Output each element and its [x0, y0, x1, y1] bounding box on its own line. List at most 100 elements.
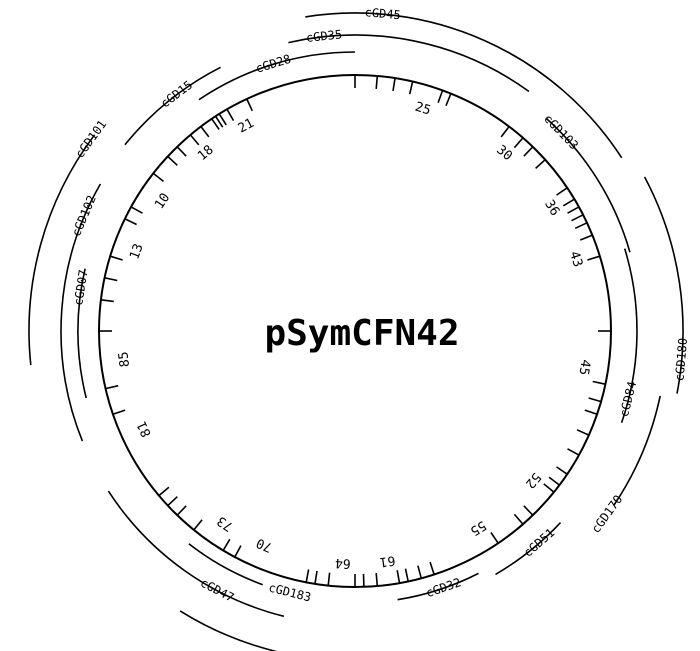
- cosmid-arc-cGD47: [107, 490, 285, 618]
- marker-tick-41: [327, 572, 331, 586]
- marker-tick-19: [574, 222, 588, 230]
- cosmid-label-cGD32: cGD32: [424, 575, 463, 600]
- position-label-pos-21: 21: [236, 116, 257, 137]
- position-label-pos-73: 73: [215, 513, 236, 534]
- marker-tick-31: [523, 505, 534, 516]
- cosmid-label-cGD183: cGD183: [267, 580, 312, 604]
- cosmid-label-cGD101: cGD101: [72, 117, 109, 160]
- marker-tick-44: [234, 545, 242, 558]
- position-label-pos-70: 70: [254, 535, 274, 555]
- cosmid-label-cGD35: cGD35: [305, 27, 342, 45]
- plasmid-title: pSymCFN42: [264, 313, 459, 354]
- position-label-pos-10: 10: [152, 191, 173, 212]
- marker-tick-20: [579, 234, 593, 241]
- marker-tick-28: [556, 466, 568, 475]
- marker-tick-57: [130, 206, 143, 214]
- marker-tick-24: [588, 397, 602, 403]
- marker-tick-6: [375, 75, 379, 89]
- cosmid-label-cGD180: cGD180: [672, 337, 690, 381]
- marker-tick-62: [218, 113, 227, 126]
- cosmid-label-cGD47: cGD47: [198, 575, 236, 604]
- cosmid-arc-cGD101: [28, 134, 96, 366]
- position-label-pos-55: 55: [467, 517, 488, 538]
- cosmid-arc-cGD15: [124, 66, 221, 146]
- position-label-pos-85: 85: [116, 351, 133, 368]
- marker-tick-32: [513, 513, 524, 525]
- marker-tick-0: [189, 134, 200, 146]
- cosmid-arc-cGD103: [545, 117, 631, 253]
- marker-tick-25: [584, 409, 598, 416]
- marker-tick-45: [222, 538, 231, 551]
- marker-tick-43: [305, 569, 310, 583]
- cosmid-label-cGD170: cGD170: [589, 492, 626, 535]
- cosmid-arc-cGD32: [397, 572, 479, 601]
- marker-tick-10: [445, 93, 452, 107]
- position-label-pos-13: 13: [127, 242, 146, 262]
- cosmid-label-cGD103: cGD103: [541, 111, 581, 152]
- marker-tick-56: [124, 218, 137, 226]
- marker-tick-35: [417, 565, 423, 579]
- marker-tick-4: [246, 98, 254, 112]
- cosmid-label-cGD84: cGD84: [617, 380, 639, 418]
- marker-tick-3: [226, 108, 235, 121]
- cosmid-label-cGD07: cGD07: [71, 269, 90, 307]
- marker-tick-55: [109, 255, 123, 261]
- cosmid-label-cGD28: cGD28: [254, 52, 293, 76]
- position-label-pos-61: 61: [379, 552, 397, 569]
- cosmid-arc-cGD84: [620, 248, 638, 424]
- marker-tick-15: [556, 187, 568, 196]
- marker-tick-58: [152, 172, 164, 183]
- cosmid-arc-cGD51: [495, 522, 562, 576]
- cosmid-label-cGD15: cGD15: [158, 78, 195, 111]
- marker-ticks: [99, 75, 611, 587]
- marker-tick-17: [567, 206, 580, 214]
- marker-tick-2: [214, 115, 224, 128]
- marker-tick-38: [375, 573, 379, 587]
- marker-tick-51: [105, 384, 119, 390]
- position-label-pos-43: 43: [566, 250, 585, 270]
- marker-tick-27: [567, 448, 580, 456]
- marker-tick-9: [437, 90, 444, 103]
- marker-tick-1: [200, 126, 210, 138]
- marker-tick-7: [392, 78, 396, 92]
- cosmid-label-cGD102: cGD102: [69, 193, 99, 238]
- position-label-pos-36: 36: [541, 197, 562, 218]
- cosmid-arcs: [28, 12, 684, 651]
- cosmid-arc-cGD179: [179, 610, 278, 651]
- marker-tick-30: [543, 483, 555, 493]
- marker-tick-8: [408, 81, 414, 95]
- position-label-pos-45: 45: [575, 358, 592, 376]
- marker-tick-23: [592, 380, 606, 385]
- marker-tick-42: [314, 570, 318, 584]
- marker-tick-47: [176, 505, 187, 516]
- marker-tick-14: [535, 159, 546, 169]
- marker-tick-16: [562, 198, 575, 207]
- marker-tick-48: [167, 496, 178, 507]
- marker-tick-33: [490, 532, 499, 544]
- cosmid-arc-cGD102: [60, 183, 102, 442]
- position-label-pos-52: 52: [522, 469, 544, 491]
- marker-tick-36: [404, 568, 409, 582]
- position-label-pos-64: 64: [335, 555, 352, 571]
- position-label-pos-18: 18: [195, 143, 217, 165]
- marker-tick-26: [576, 429, 590, 436]
- marker-tick-49: [158, 486, 170, 497]
- cosmid-arc-cGD180: [643, 176, 684, 394]
- cosmid-label-cGD45: cGD45: [364, 5, 401, 22]
- marker-tick-53: [100, 299, 114, 303]
- marker-tick-21: [587, 255, 601, 261]
- position-label-pos-81: 81: [135, 419, 155, 440]
- marker-tick-60: [176, 146, 187, 157]
- position-label-pos-25: 25: [413, 100, 432, 119]
- marker-tick-59: [167, 155, 178, 166]
- marker-tick-13: [523, 146, 534, 157]
- marker-tick-11: [500, 126, 510, 138]
- marker-tick-61: [211, 118, 220, 130]
- cosmid-arc-cGD183: [188, 543, 263, 586]
- marker-tick-12: [513, 137, 524, 149]
- marker-tick-34: [429, 561, 435, 575]
- marker-tick-18: [571, 214, 584, 222]
- cosmid-arc-cGD45: [305, 12, 623, 159]
- marker-tick-37: [396, 570, 401, 584]
